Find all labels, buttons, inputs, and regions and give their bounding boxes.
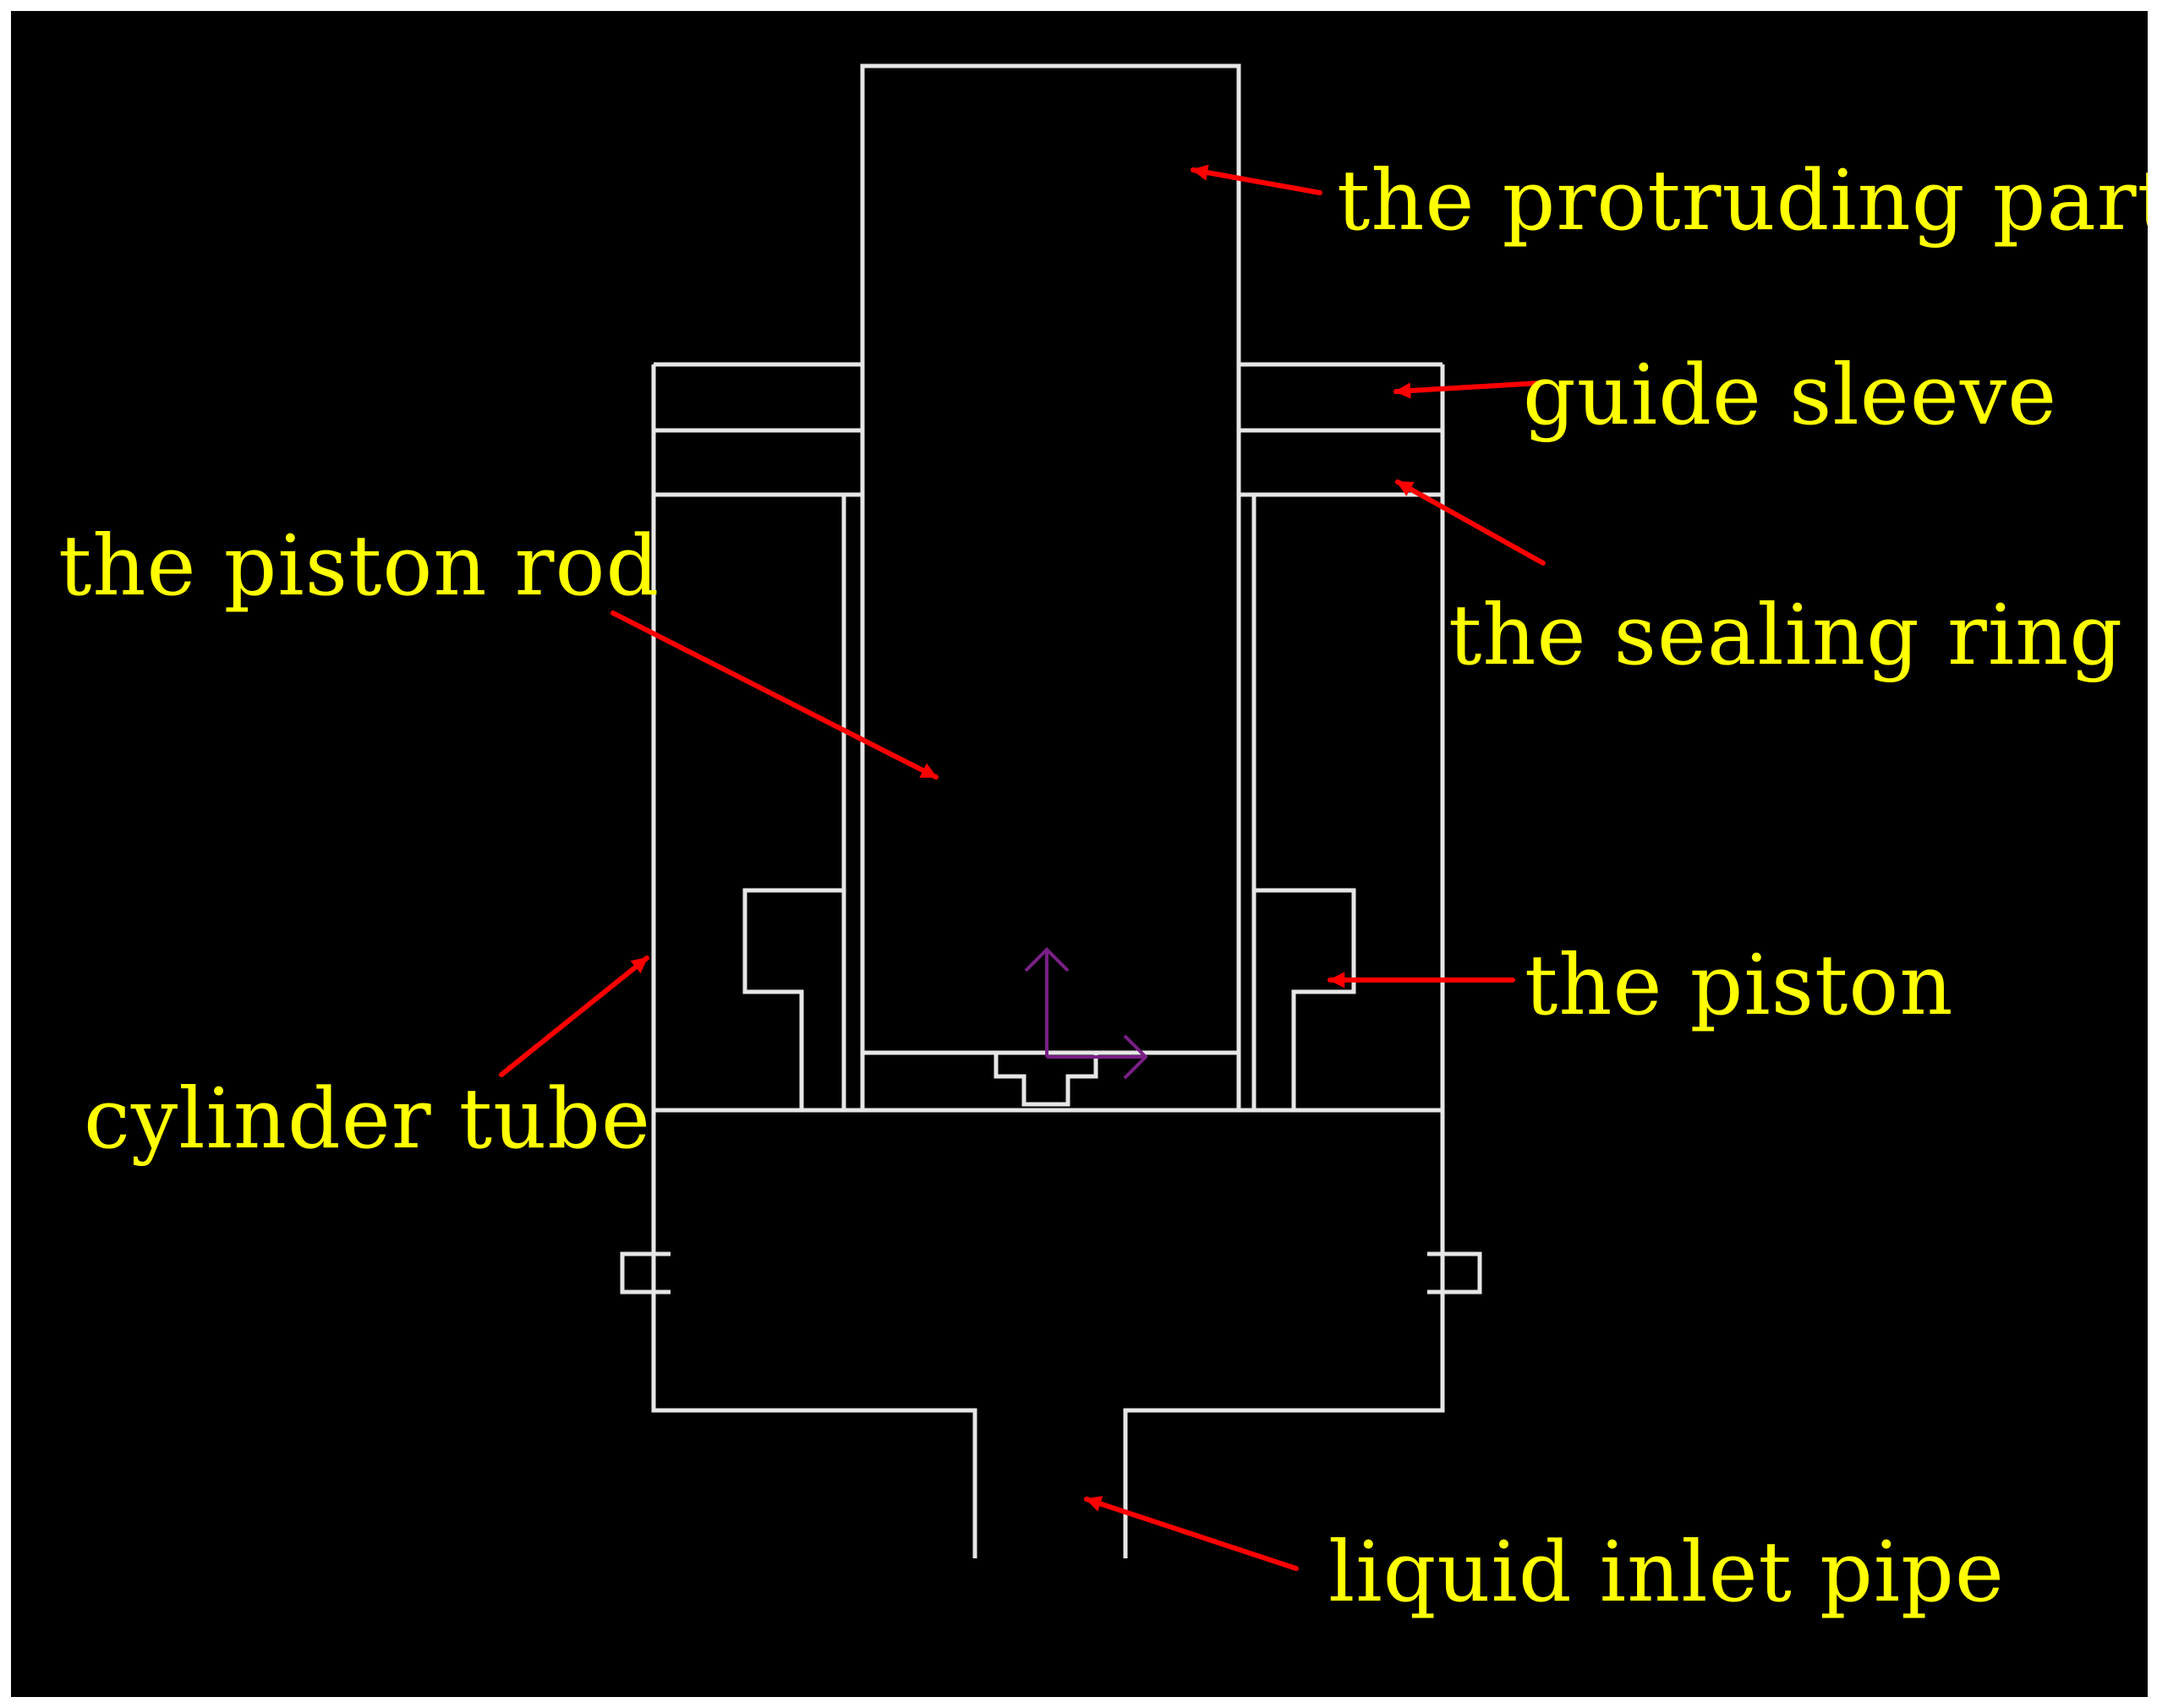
- diagram-canvas: the protruding part guide sleeve the pis…: [11, 11, 2148, 1697]
- axis-marker-icon: [1024, 947, 1148, 1080]
- piston: [742, 888, 1356, 1110]
- arrow-protruding-part: [1191, 164, 1322, 195]
- cylinder-tube: [651, 364, 1445, 1558]
- arrow-liquid-inlet-pipe: [1084, 1496, 1299, 1571]
- label-protruding-part: the protruding part: [1337, 153, 2148, 249]
- hydraulic-cylinder-drawing: [499, 63, 1546, 1571]
- label-piston-rod: the piston rod: [58, 518, 660, 615]
- arrow-sealing-ring: [1395, 479, 1546, 566]
- label-guide-sleeve: guide sleeve: [1523, 348, 2058, 444]
- arrow-guide-sleeve: [1393, 380, 1542, 399]
- arrow-cylinder-tube: [499, 955, 649, 1077]
- protruding-part-outline: [860, 63, 1241, 364]
- label-piston: the piston: [1525, 938, 1954, 1034]
- guide-sleeve: [654, 362, 1443, 433]
- piston-rod: [841, 364, 1256, 1110]
- label-cylinder-tube: cylinder tube: [84, 1071, 652, 1168]
- flange-lug-right: [1427, 1251, 1482, 1295]
- arrow-piston-rod: [610, 610, 939, 780]
- label-liquid-inlet-pipe: liquid inlet pipe: [1328, 1525, 2005, 1621]
- label-sealing-ring: the sealing ring: [1448, 588, 2124, 684]
- flange-lug-left: [620, 1251, 671, 1295]
